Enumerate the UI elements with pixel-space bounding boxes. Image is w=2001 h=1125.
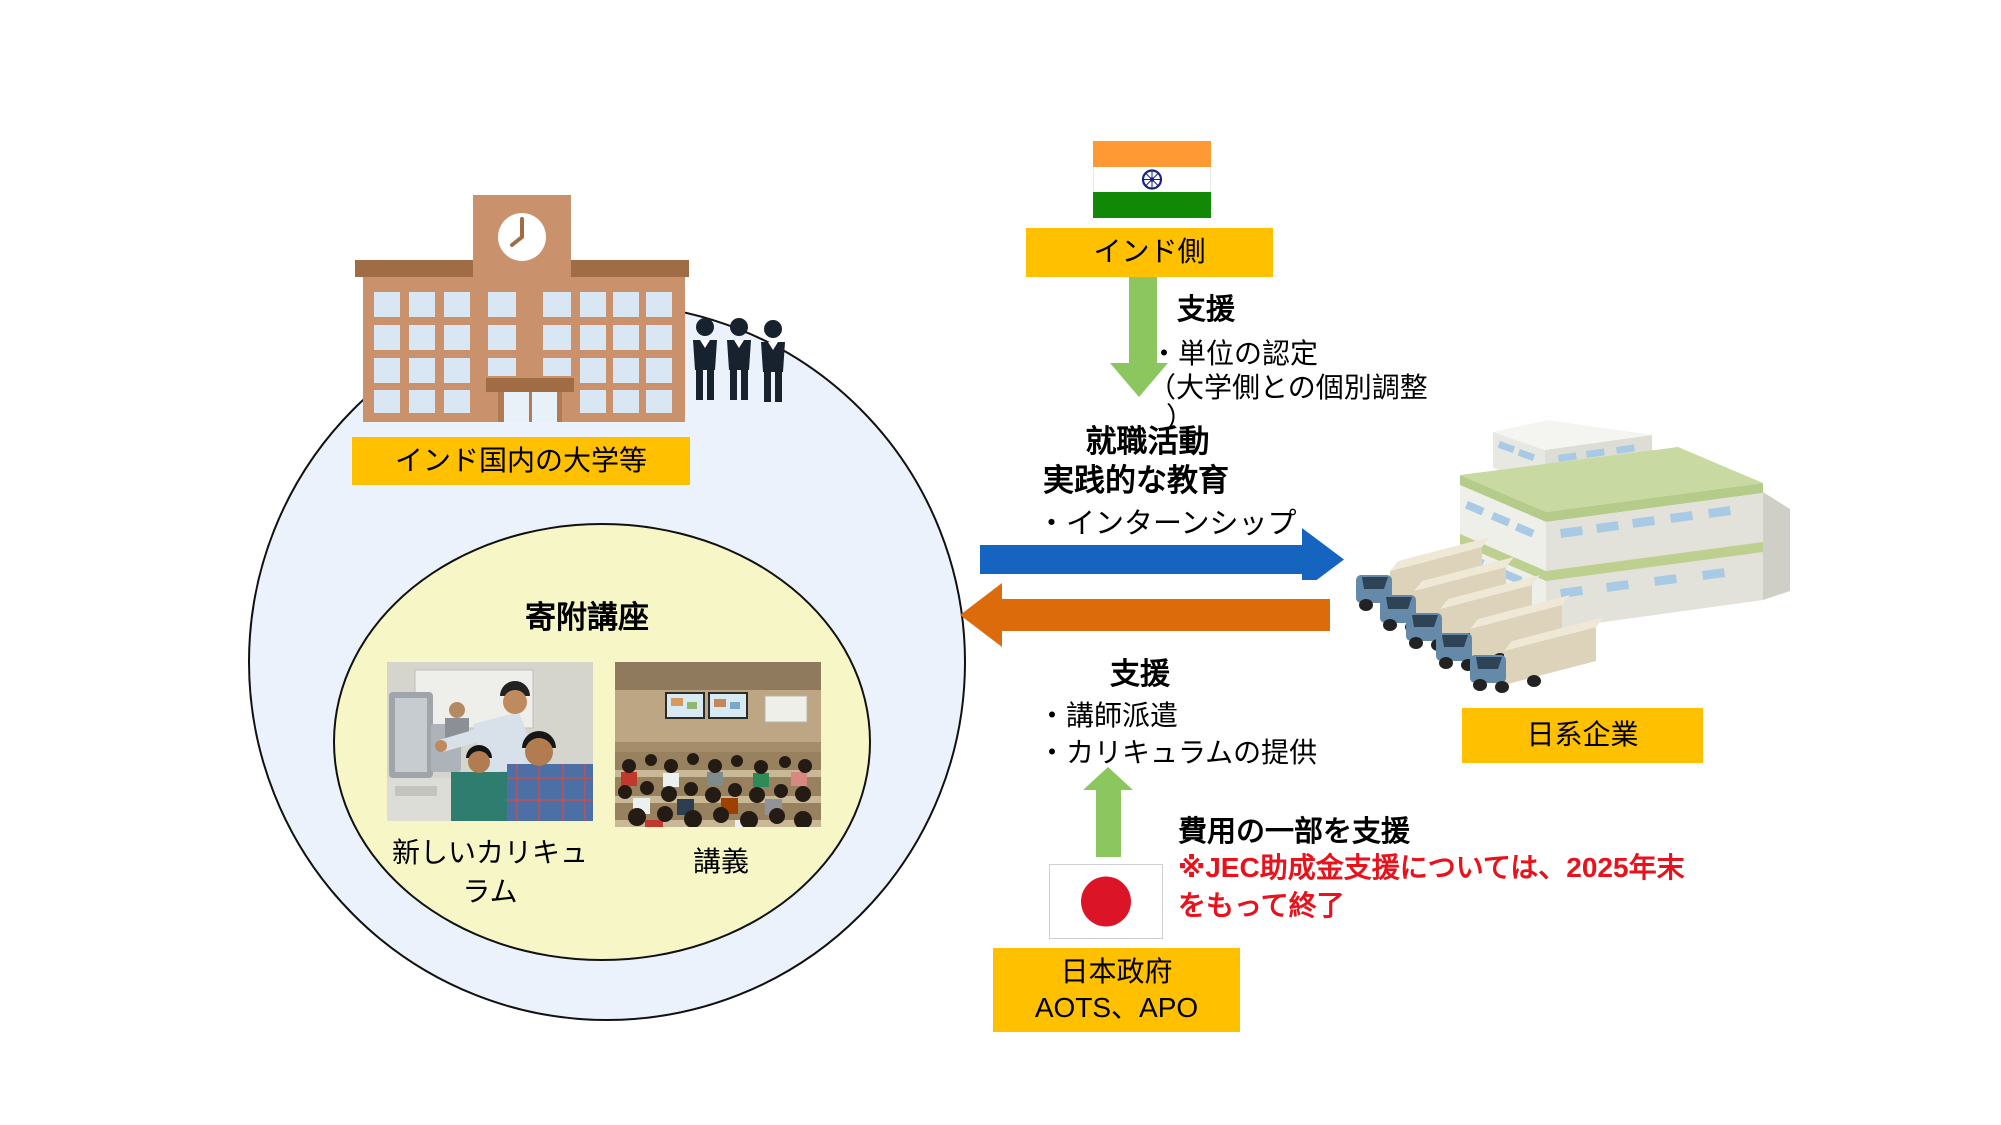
computer-classroom-photo bbox=[387, 662, 593, 821]
university-label: インド国内の大学等 bbox=[394, 444, 647, 476]
arrow-down-green bbox=[1110, 277, 1168, 397]
japan-gov-label-line2: AOTS、APO bbox=[1034, 992, 1199, 1023]
japan-gov-label-box: 日本政府 AOTS、APO bbox=[993, 948, 1240, 1032]
lecture-hall-photo bbox=[615, 662, 821, 827]
india-support-item2-close: ） bbox=[1166, 402, 1195, 433]
india-flag-icon bbox=[1093, 141, 1211, 218]
caption-new-curriculum-line1: 新しいカリキュ bbox=[391, 837, 588, 868]
caption-new-curriculum-line2: ラム bbox=[462, 876, 518, 908]
caption-new-curriculum: 新しいカリキュ ラム bbox=[360, 833, 620, 911]
japan-gov-label-line1: 日本政府 bbox=[1060, 955, 1173, 987]
company-label-box: 日系企業 bbox=[1462, 708, 1703, 763]
company-label: 日系企業 bbox=[1526, 719, 1639, 751]
university-label-box: インド国内の大学等 bbox=[352, 437, 690, 485]
school-building-icon bbox=[355, 195, 689, 422]
india-support-item1: ・単位の認定 bbox=[1150, 338, 1319, 369]
exchange-heading-line1: 就職活動 bbox=[1085, 424, 1210, 459]
businesspeople-icon bbox=[693, 318, 785, 402]
arrow-left-orange bbox=[960, 583, 1330, 647]
company-support-item1: ・講師派遣 bbox=[1038, 700, 1179, 731]
grant-note-line1: ※JEC助成金支援については、2025年末 bbox=[1178, 852, 1685, 883]
arrow-up-green bbox=[1083, 767, 1133, 857]
caption-lecture: 講義 bbox=[693, 846, 750, 877]
exchange-heading-line2: 実践的な教育 bbox=[1043, 463, 1229, 498]
india-support-heading: 支援 bbox=[1177, 294, 1236, 326]
cost-support-heading: 費用の一部を支援 bbox=[1178, 816, 1411, 848]
arrow-right-blue bbox=[980, 528, 1344, 580]
grant-note-line2: をもって終了 bbox=[1178, 890, 1345, 921]
factory-with-trucks-icon bbox=[1356, 420, 1790, 693]
japan-flag-icon bbox=[1049, 864, 1163, 939]
india-support-item2: （大学側との個別調整 bbox=[1148, 372, 1428, 403]
india-side-label-box: インド側 bbox=[1026, 228, 1273, 277]
company-support-heading: 支援 bbox=[1110, 658, 1170, 691]
company-support-item2: ・カリキュラムの提供 bbox=[1038, 737, 1318, 768]
india-side-label: インド側 bbox=[1093, 236, 1206, 268]
exchange-item: ・インターンシップ bbox=[1037, 508, 1297, 540]
course-title: 寄附講座 bbox=[525, 600, 649, 635]
